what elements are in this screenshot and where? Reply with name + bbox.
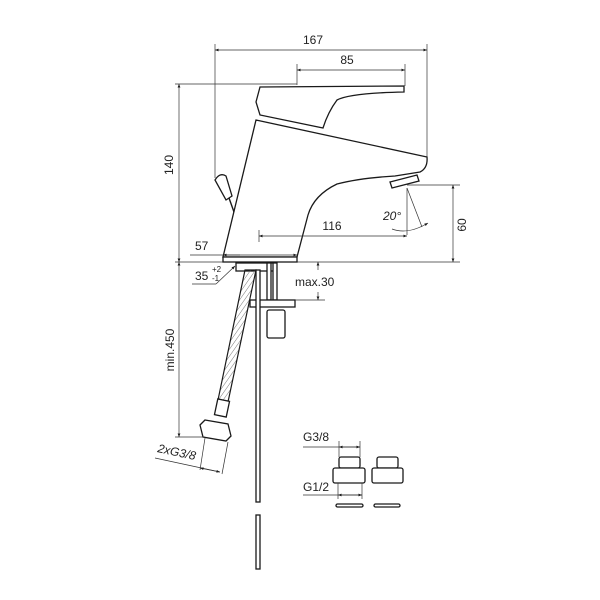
dim-overall-length: 167 (214, 33, 428, 178)
faucet-body (222, 119, 428, 258)
dim-label: min.450 (163, 328, 177, 371)
dim-label: G3/8 (303, 430, 329, 444)
dim-label: 140 (162, 155, 176, 175)
faucet-handle (255, 85, 405, 129)
mounting-plate (249, 299, 296, 308)
dim-label: max.30 (295, 275, 335, 289)
adapter-1 (338, 456, 361, 469)
dim-label: 167 (303, 33, 323, 47)
dim-label: 85 (340, 53, 354, 67)
dim-label: 35 (195, 269, 209, 283)
popup-rod (255, 269, 261, 503)
adapter-detail: G3/8 G1/2 (303, 430, 404, 508)
dim-label: G1/2 (303, 480, 329, 494)
mounting-nut (266, 309, 286, 339)
washer (373, 503, 401, 508)
dim-label: 116 (322, 219, 341, 233)
popup-rod-lower (255, 514, 261, 570)
dim-overall-height: 140 (162, 83, 297, 262)
popup-rod-top (228, 197, 235, 213)
washer (335, 503, 364, 508)
dim-spout-reach: 116 (258, 219, 407, 242)
dim-min-hose-length: min.450 (163, 262, 205, 438)
threaded-rod (272, 262, 278, 301)
tolerance-plus: +2 (212, 265, 222, 274)
flexible-hose (217, 269, 257, 403)
dim-max-thickness: max.30 (295, 262, 335, 301)
dim-label: 57 (195, 239, 209, 253)
popup-lever (214, 174, 233, 201)
dim-hose-thread: 2xG3/8 (154, 437, 229, 475)
hose-fitting (213, 398, 231, 418)
aerator (389, 174, 420, 189)
dim-hole-diameter: 35 +2 -1 (192, 265, 236, 285)
dim-label: 20° (382, 209, 401, 223)
hose-nut (199, 419, 232, 442)
dim-handle-length: 85 (296, 53, 406, 86)
dim-label: 60 (455, 218, 469, 232)
faucet-base (222, 256, 298, 263)
adapter-2 (376, 456, 399, 469)
dim-spout-height: 60 (407, 184, 469, 262)
dim-base-diameter: 57 (190, 239, 297, 257)
tolerance-minus: -1 (212, 274, 220, 283)
threaded-rod (266, 262, 272, 301)
dim-spout-angle: 20° (382, 187, 429, 235)
